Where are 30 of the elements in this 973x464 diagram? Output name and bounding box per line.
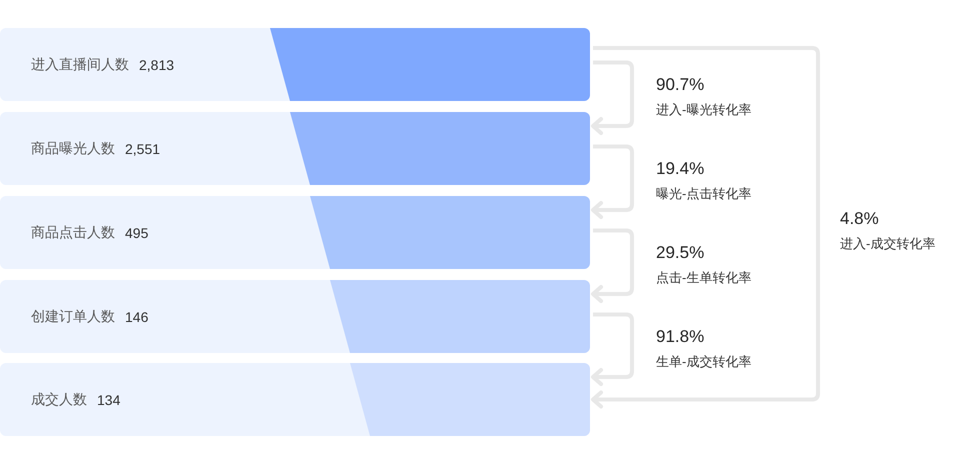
stage-label: 成交人数 [31, 390, 87, 408]
stage-label: 商品曝光人数 [31, 140, 115, 158]
funnel-bar [310, 196, 590, 269]
stage-label: 商品点击人数 [31, 224, 115, 242]
edge-label: 4.8% 进入-成交转化率 [840, 208, 936, 253]
funnel-stage [0, 28, 590, 101]
arrow [591, 46, 820, 408]
edge-label: 29.5% 点击-生单转化率 [656, 242, 752, 287]
arrow [591, 312, 634, 386]
stage-count: 2,551 [125, 140, 160, 156]
stage-count: 495 [125, 224, 148, 240]
stage-count: 134 [97, 392, 120, 408]
funnel-stage [0, 112, 590, 185]
edge-label: 90.7% 进入-曝光转化率 [656, 74, 752, 119]
funnel-bar [330, 280, 590, 353]
funnel-bar [270, 28, 590, 101]
funnel-stage [0, 280, 590, 353]
stage-label: 创建订单人数 [31, 308, 115, 326]
stage-count: 2,813 [139, 56, 174, 72]
funnel-stage [0, 363, 590, 436]
edge-label: 19.4% 曝光-点击转化率 [656, 158, 752, 203]
stage-label: 进入直播间人数 [31, 56, 129, 74]
stage-count: 146 [125, 308, 148, 324]
arrow [591, 144, 634, 219]
arrow [591, 60, 634, 135]
edge-label: 91.8% 生单-成交转化率 [656, 326, 752, 371]
arrow [591, 228, 634, 303]
funnel-stage [0, 196, 590, 269]
funnel-bar [350, 363, 590, 436]
funnel-bar [290, 112, 590, 185]
